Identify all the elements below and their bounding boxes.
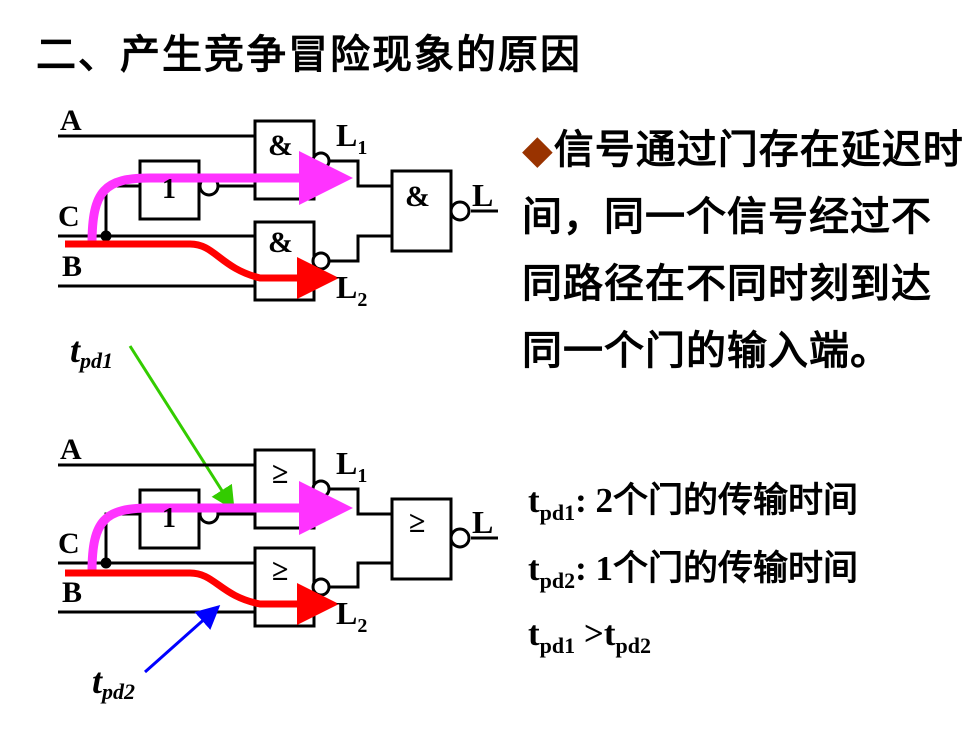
annotation-tpd2: tpd2 <box>92 661 135 704</box>
label-l2: L2 <box>336 595 367 637</box>
gate-3-symbol: & <box>405 180 430 213</box>
gate-3-symbol: ≥ <box>409 506 425 539</box>
label-out: L <box>472 504 493 540</box>
nand-gate-2-bubble <box>311 251 331 271</box>
signal-path-long <box>87 481 353 573</box>
gate-1-symbol: & <box>268 129 293 162</box>
inverter-gate <box>138 488 201 550</box>
nor-gate-3-bubble <box>449 527 471 549</box>
page-title: 二、产生竞争冒险现象的原因 <box>36 31 582 78</box>
wire-l2 <box>329 234 392 263</box>
wire-c-branch <box>104 184 140 236</box>
label-c: C <box>58 200 80 233</box>
junction-dot <box>100 557 112 569</box>
label-l2: L2 <box>336 269 367 311</box>
junction-dot <box>100 230 112 242</box>
wire-c-branch <box>104 512 140 563</box>
annotation-tpd1: tpd1 <box>70 330 113 373</box>
circuit-and: A C B 1 & & & L1 L2 L <box>58 104 498 311</box>
circuit-or: A C B 1 ≥ ≥ ≥ L1 L2 L <box>58 433 498 637</box>
timing-line-pd1: tpd1: 2个门的传输时间 <box>528 481 859 525</box>
label-b: B <box>62 576 82 609</box>
label-b: B <box>62 250 82 283</box>
timing-compare: tpd1 >tpd2 <box>528 614 651 658</box>
timing-line-pd2: tpd2: 1个门的传输时间 <box>528 549 859 593</box>
explanation-body: 信号通过门存在延迟时间，同一个信号经过不同路径在不同时刻到达同一个门的输入端。 <box>522 126 964 374</box>
gate-2-symbol: & <box>268 226 293 259</box>
nor-gate-2-bubble <box>311 577 331 597</box>
nor-gate-1-bubble <box>311 479 331 499</box>
arrow-tpd2 <box>144 605 221 674</box>
label-l1: L1 <box>336 117 367 159</box>
wire-l2 <box>329 561 392 589</box>
inverter-label: 1 <box>162 174 176 205</box>
label-out: L <box>472 177 493 213</box>
label-c: C <box>58 527 80 560</box>
inverter-gate <box>138 159 201 221</box>
label-a: A <box>60 104 82 137</box>
arrow-tpd1 <box>128 345 235 511</box>
nand-gate-3 <box>390 169 453 253</box>
explanation-text: ◆信号通过门存在延迟时间，同一个信号经过不同路径在不同时刻到达同一个门的输入端。 <box>522 116 972 384</box>
signal-path-long <box>87 151 353 245</box>
signal-path-short <box>65 240 339 299</box>
gate-2-symbol: ≥ <box>272 554 288 587</box>
inverter-label: 1 <box>162 503 176 534</box>
label-a: A <box>60 433 82 466</box>
bullet-diamond-icon: ◆ <box>522 126 554 173</box>
signal-path-short <box>65 569 339 625</box>
nand-gate-3-bubble <box>449 200 471 222</box>
label-l1: L1 <box>336 445 367 487</box>
gate-1-symbol: ≥ <box>272 457 288 490</box>
nand-gate-1-bubble <box>311 151 331 171</box>
nor-gate-3 <box>390 497 453 581</box>
